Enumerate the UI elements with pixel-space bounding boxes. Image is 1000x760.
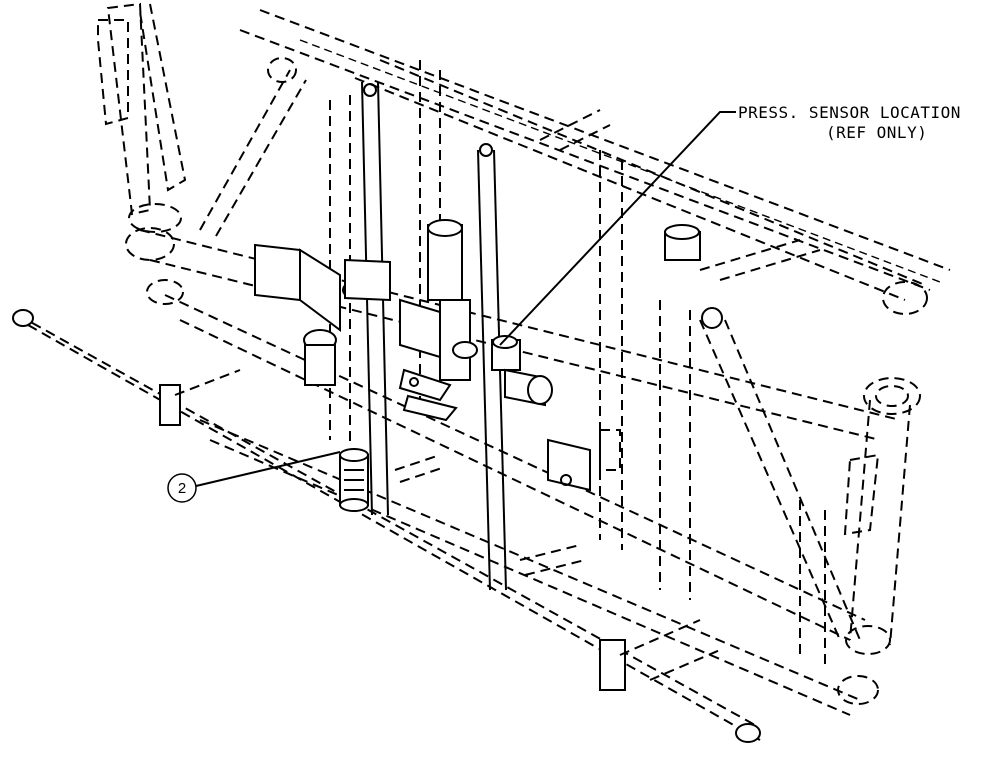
leader-lines xyxy=(195,111,736,487)
top-frame-rails xyxy=(239,9,951,315)
item-2-leader-line xyxy=(195,451,341,487)
item-balloon: 2 xyxy=(167,473,197,503)
upper-left-arm xyxy=(97,2,187,233)
main-upper-crossbar xyxy=(125,227,921,441)
upper-diagonal-braces xyxy=(199,69,821,281)
spray-boom-pipe xyxy=(12,309,761,743)
balloon-number: 2 xyxy=(178,480,186,497)
pressure-sensor-fitting xyxy=(491,335,553,407)
middle-crossbar xyxy=(146,279,866,641)
boom-clamps xyxy=(159,369,721,691)
nozzle-item-2 xyxy=(339,448,369,512)
right-upright xyxy=(699,319,911,655)
sensor-leader-line xyxy=(499,111,736,346)
press-sensor-callout-line2: (REF ONLY) xyxy=(826,123,927,142)
center-bracket xyxy=(547,429,621,492)
balloon-circle xyxy=(167,473,197,503)
connector-stubs xyxy=(394,454,586,576)
press-sensor-callout-line1: PRESS. SENSOR LOCATION xyxy=(738,103,961,122)
valve-manifold xyxy=(254,219,478,422)
upper-right-fitting xyxy=(664,224,723,329)
lower-crossbar xyxy=(199,419,879,716)
